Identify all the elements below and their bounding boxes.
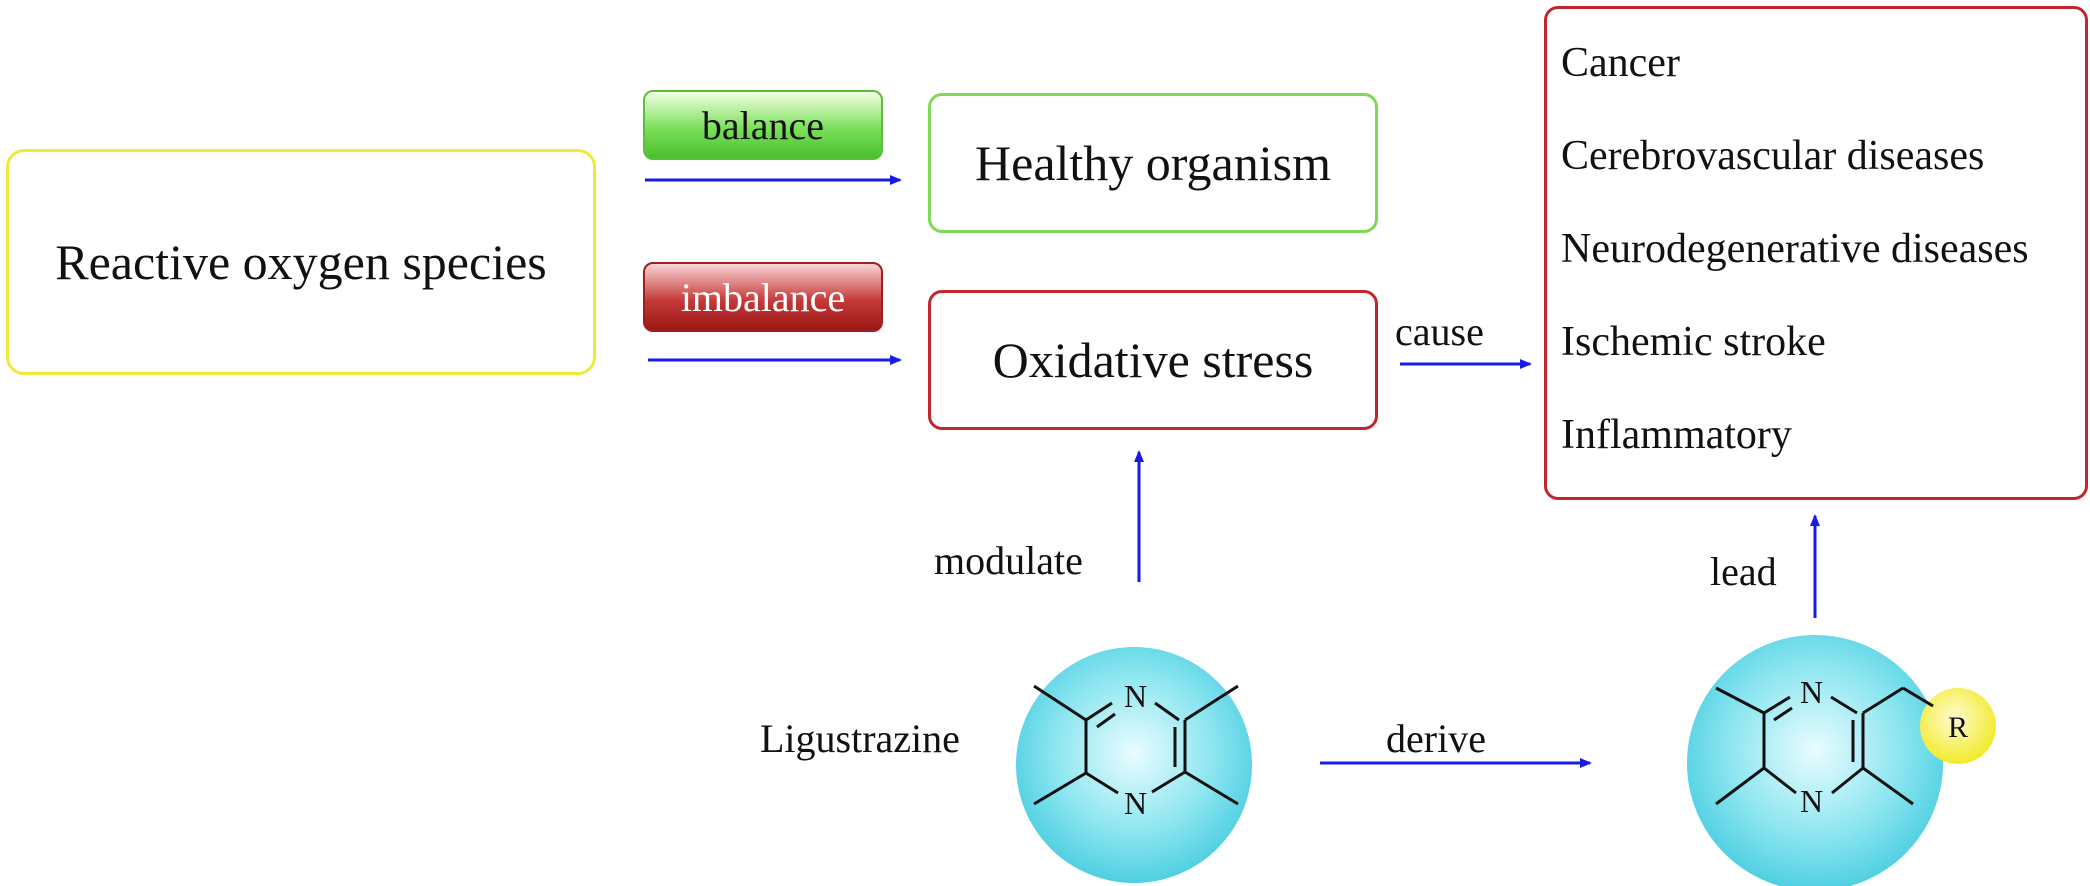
disease-item-neurodegenerative: Neurodegenerative diseases bbox=[1561, 226, 2029, 272]
cause-label: cause bbox=[1395, 309, 1484, 354]
ligustrazine-structure bbox=[1033, 684, 1239, 806]
imbalance-label: imbalance bbox=[680, 274, 846, 320]
lead-label: lead bbox=[1710, 549, 1777, 594]
ligustrazine-n-top: N bbox=[1124, 678, 1147, 714]
healthy-organism-node: Healthy organism bbox=[928, 93, 1378, 233]
ros-label: Reactive oxygen species bbox=[55, 234, 547, 290]
balance-badge: balance bbox=[643, 90, 883, 160]
modulate-label: modulate bbox=[934, 538, 1083, 583]
diseases-node: Cancer Cerebrovascular diseases Neurodeg… bbox=[1544, 6, 2088, 500]
ligustrazine-n-bottom: N bbox=[1124, 785, 1147, 821]
disease-item-cerebrovascular: Cerebrovascular diseases bbox=[1561, 133, 1985, 179]
r-group-sphere bbox=[1920, 688, 1996, 764]
oxidative-stress-node: Oxidative stress bbox=[928, 290, 1378, 430]
ligustrazine-label: Ligustrazine bbox=[760, 716, 960, 761]
derive-label: derive bbox=[1386, 716, 1486, 761]
derivative-n-top: N bbox=[1800, 674, 1823, 710]
balance-label: balance bbox=[701, 102, 825, 148]
ligustrazine-sphere bbox=[1016, 647, 1252, 883]
disease-item-inflammatory: Inflammatory bbox=[1561, 412, 1792, 458]
disease-item-cancer: Cancer bbox=[1561, 40, 1680, 86]
derivative-sphere bbox=[1687, 635, 1943, 886]
healthy-organism-label: Healthy organism bbox=[975, 135, 1331, 191]
derivative-structure bbox=[1715, 686, 1934, 806]
ros-node: Reactive oxygen species bbox=[6, 149, 596, 375]
imbalance-badge: imbalance bbox=[643, 262, 883, 332]
disease-item-ischemic-stroke: Ischemic stroke bbox=[1561, 319, 1826, 365]
r-group-label: R bbox=[1948, 711, 1968, 744]
derivative-n-bottom: N bbox=[1800, 783, 1823, 819]
oxidative-stress-label: Oxidative stress bbox=[992, 332, 1314, 388]
